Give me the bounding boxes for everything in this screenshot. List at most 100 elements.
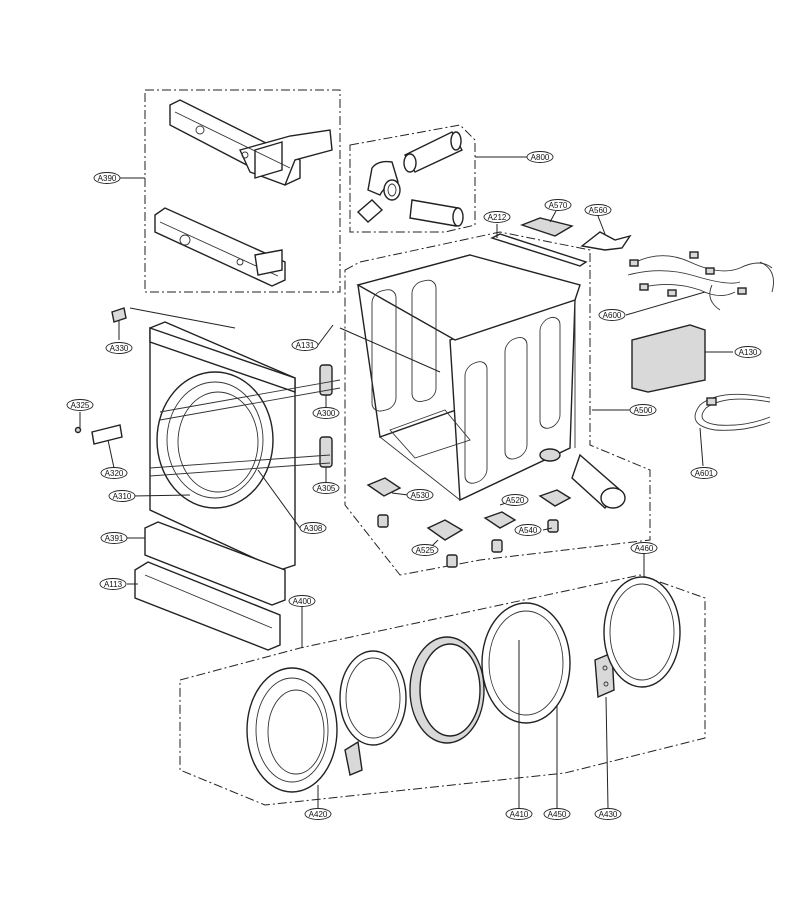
callout-text: A330: [110, 344, 129, 353]
callout-text: A130: [739, 348, 758, 357]
callout-text: A391: [105, 534, 124, 543]
foot-2: [446, 554, 458, 568]
callout-bubble: [690, 467, 718, 479]
callout-bubble: [629, 404, 657, 416]
group-boundaries: [144, 89, 706, 806]
boundary-door-group: [179, 574, 706, 806]
callout-a525: A525: [411, 544, 439, 556]
callout-a212: A212: [483, 211, 511, 223]
callout-text: A320: [105, 469, 124, 478]
callout-bubble: [630, 542, 658, 554]
callout-text: A520: [506, 496, 525, 505]
callout-a520: A520: [501, 494, 529, 506]
callout-a600: A600: [598, 309, 626, 321]
latch-bar: [91, 424, 123, 445]
callout-bubble: [734, 346, 762, 358]
callout-a300: A300: [312, 407, 340, 419]
callout-a460: A460: [630, 542, 658, 554]
callout-a601: A601: [690, 467, 718, 479]
callout-a131: A131: [291, 339, 319, 351]
front-panel: [149, 321, 296, 571]
door-assembly: [246, 576, 681, 793]
frame-brackets: [154, 99, 333, 287]
callout-a430: A430: [594, 808, 622, 820]
duct-parts: [356, 131, 464, 227]
callout-bubble: [543, 808, 571, 820]
door-glass: [409, 636, 485, 744]
callout-bubble: [299, 522, 327, 534]
callout-a560: A560: [584, 204, 612, 216]
callout-text: A570: [549, 201, 568, 210]
callout-a130: A130: [734, 346, 762, 358]
leader-lines: [79, 156, 733, 809]
callout-text: A400: [293, 597, 312, 606]
callout-text: A540: [519, 526, 538, 535]
leg-bracket-front: [426, 519, 464, 541]
callout-text: A131: [296, 341, 315, 350]
callout-text: A500: [634, 406, 653, 415]
callout-bubble: [304, 808, 332, 820]
callout-bubble: [406, 489, 434, 501]
wire-harness: [627, 251, 774, 311]
callout-bubble: [505, 808, 533, 820]
callout-bubble: [291, 339, 319, 351]
callout-bubble: [411, 544, 439, 556]
duct-tube-lower: [409, 199, 464, 227]
callout-text: A600: [603, 311, 622, 320]
door-inner-ring: [481, 602, 571, 724]
upper-frame-bracket: [169, 99, 333, 186]
leg-bracket-rear: [538, 489, 572, 507]
callout-a308: A308: [299, 522, 327, 534]
callout-bubble: [483, 211, 511, 223]
callout-text: A390: [98, 174, 117, 183]
screw: [74, 426, 82, 434]
door-outer-frame: [246, 667, 338, 793]
callout-text: A460: [635, 544, 654, 553]
callout-bubble: [544, 199, 572, 211]
callout-bubble: [288, 595, 316, 607]
duct-clamp: [356, 199, 384, 223]
callout-text: A530: [411, 491, 430, 500]
callout-a113: A113: [99, 578, 127, 590]
feet-and-brackets: [366, 477, 572, 568]
control-brackets: [134, 521, 286, 651]
clip-part: [580, 231, 632, 251]
callout-a320: A320: [100, 467, 128, 479]
callout-text: A420: [309, 810, 328, 819]
top-clip: [111, 307, 127, 323]
callout-bubble: [312, 407, 340, 419]
callout-bubble: [105, 342, 133, 354]
callout-text: A325: [71, 401, 90, 410]
lower-frame-bracket: [154, 207, 286, 287]
callout-a570: A570: [544, 199, 572, 211]
boundary-frame-group: [144, 89, 341, 293]
callout-text: A800: [531, 153, 550, 162]
duct-tube-upper: [403, 131, 463, 173]
callout-a325: A325: [66, 399, 94, 411]
callout-bubble: [93, 172, 121, 184]
cabinet-back-top: [356, 254, 581, 341]
callout-text: A410: [510, 810, 529, 819]
callout-text: A450: [548, 810, 567, 819]
callout-a330: A330: [105, 342, 133, 354]
sensor-plate: [519, 217, 574, 237]
small-top-parts: [490, 217, 632, 267]
callout-text: A601: [695, 469, 714, 478]
door-gasket: [339, 650, 407, 746]
callout-a450: A450: [543, 808, 571, 820]
callout-bubble: [526, 151, 554, 163]
callout-text: A113: [104, 580, 123, 589]
callout-a390: A390: [93, 172, 121, 184]
callout-bubble: [584, 204, 612, 216]
callout-bubble: [598, 309, 626, 321]
callout-bubble: [514, 524, 542, 536]
callout-bubble: [66, 399, 94, 411]
callout-a800: A800: [526, 151, 554, 163]
foot-4: [547, 519, 559, 533]
hose: [694, 393, 771, 431]
callout-bubble: [100, 532, 128, 544]
callout-a500: A500: [629, 404, 657, 416]
callout-a400: A400: [288, 595, 316, 607]
callout-text: A430: [599, 810, 618, 819]
